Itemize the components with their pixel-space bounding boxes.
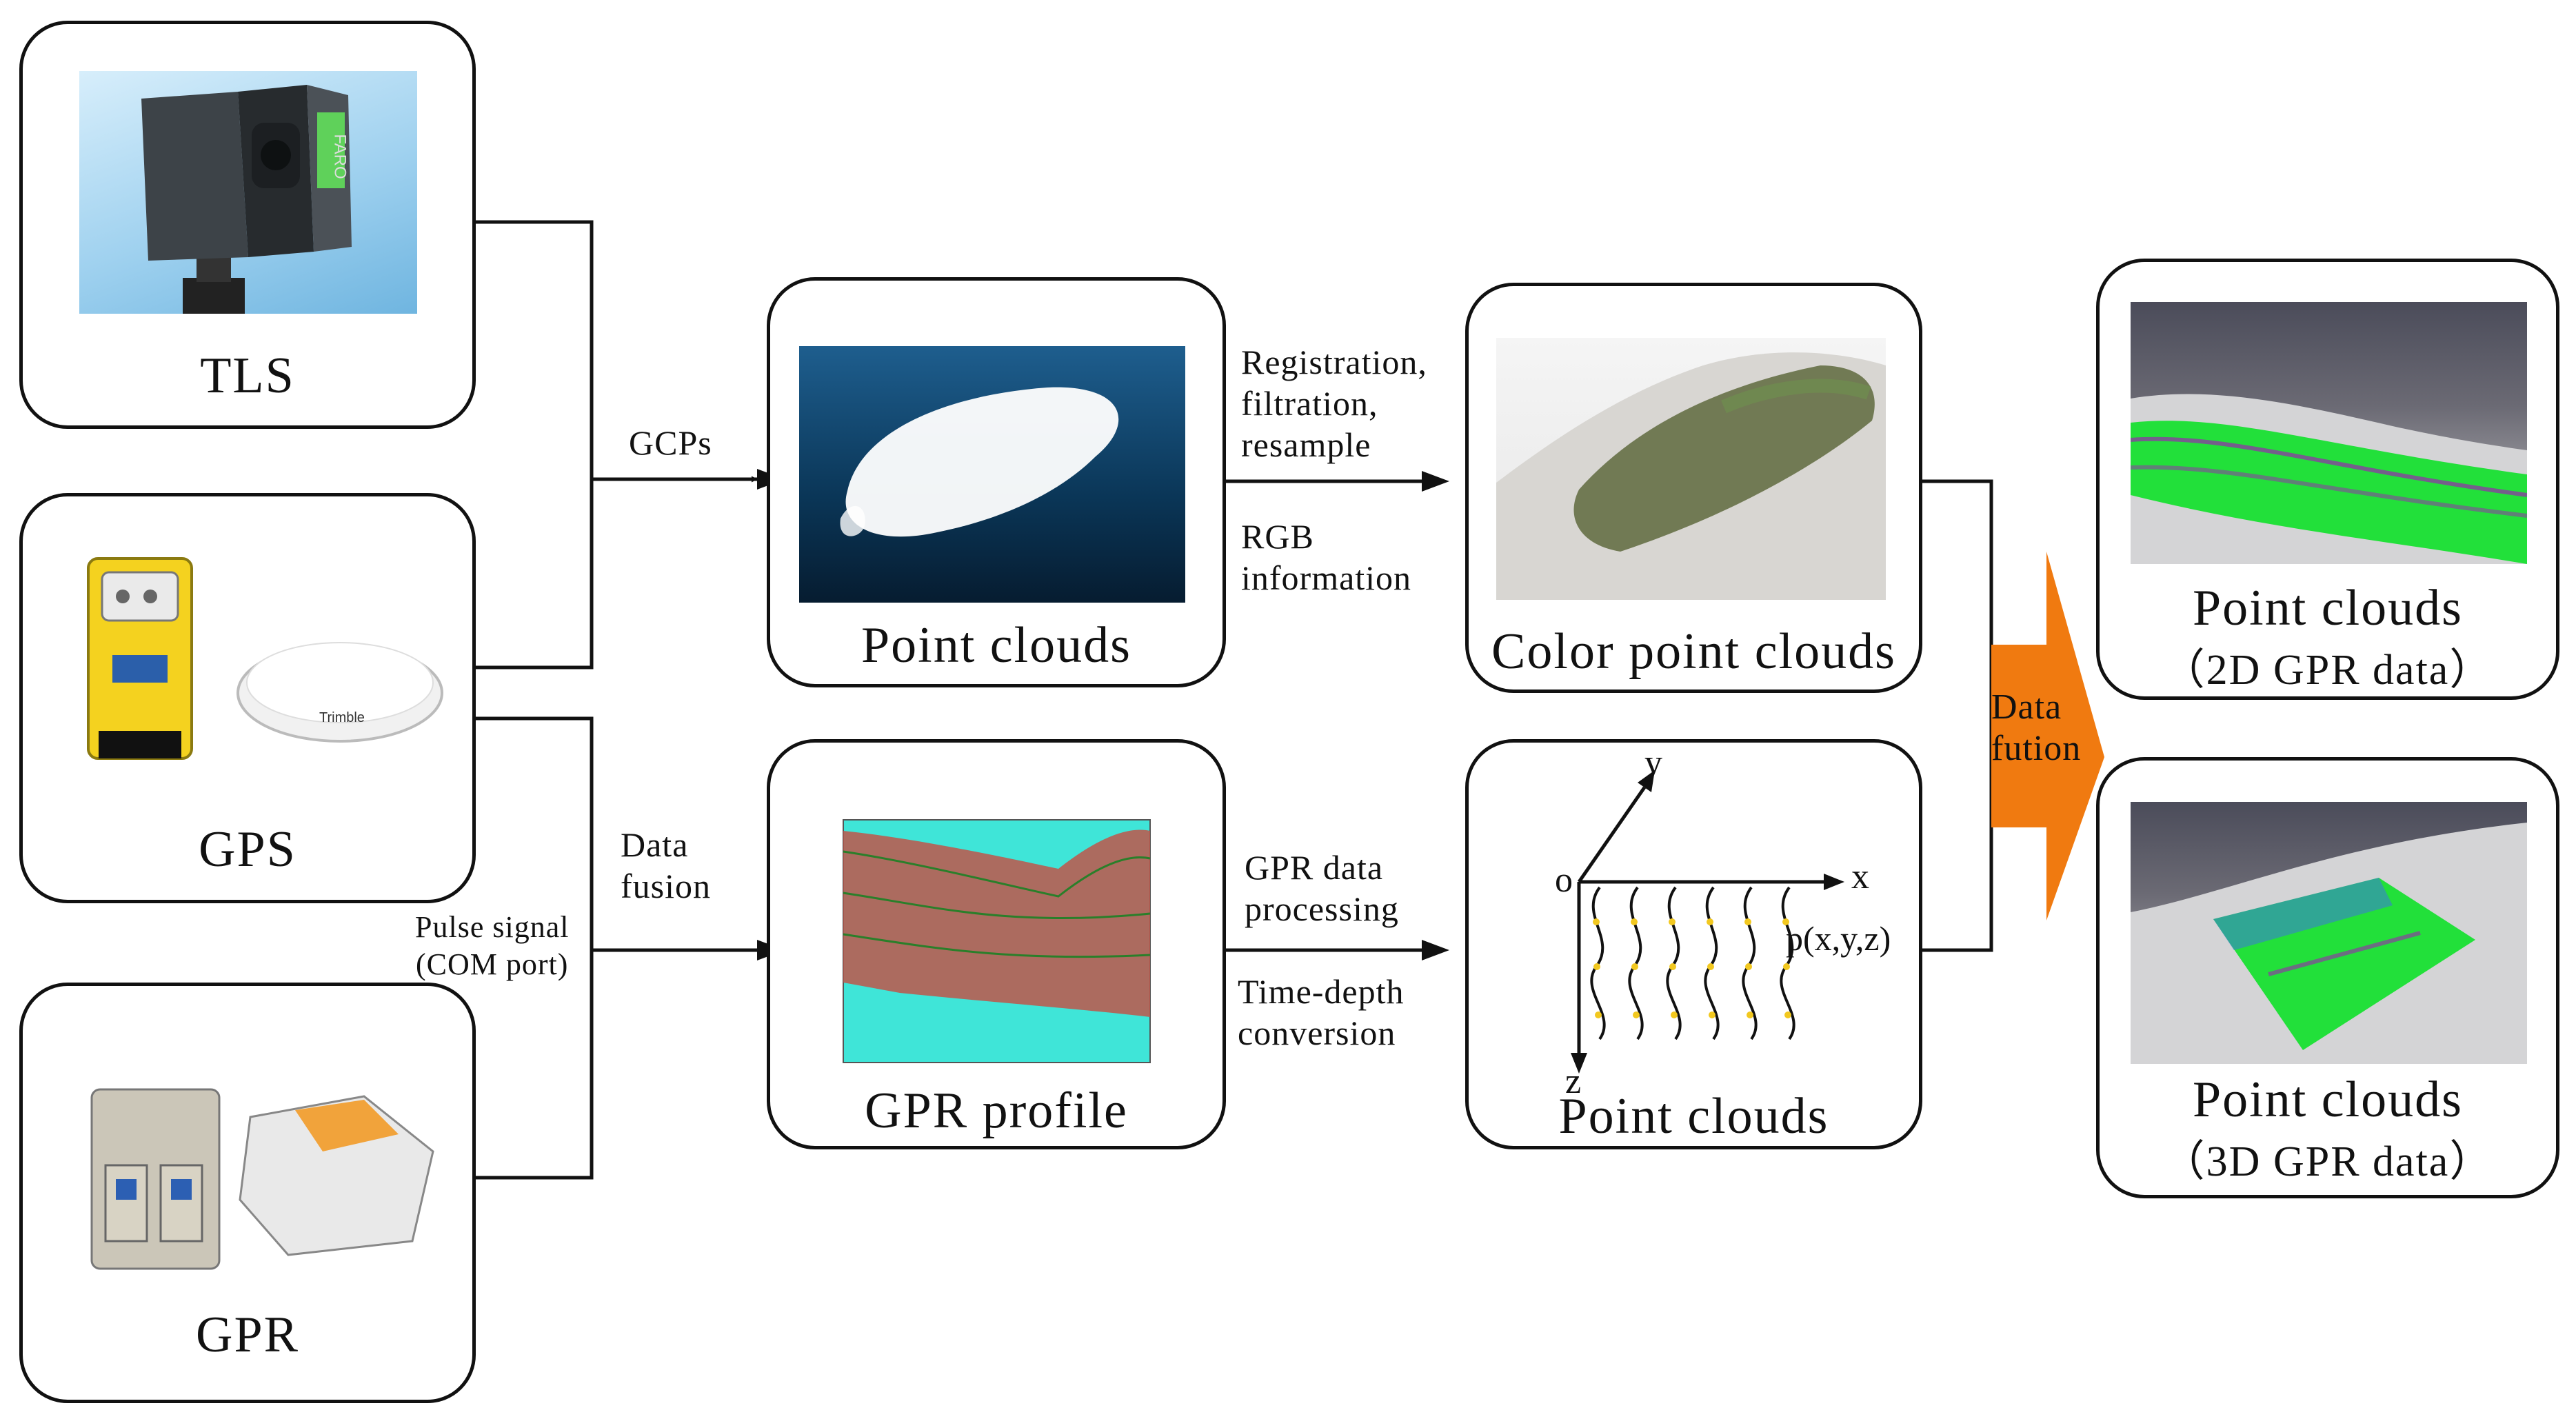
gpr-processing-label: GPR data processing <box>1245 848 1399 928</box>
gps-receiver-image: Trimble <box>85 538 450 772</box>
gcps-label: GCPs <box>629 423 712 462</box>
gpr-processing-arrowhead <box>1422 940 1449 960</box>
output-2d-label-line2: （2D GPR data） <box>2162 647 2494 694</box>
output-2d-label-line1: Point clouds <box>2193 580 2463 636</box>
time-depth-label: Time-depth conversion <box>1238 972 1405 1052</box>
tls-brand-text: FARO <box>330 134 350 179</box>
point-cloud-image <box>799 346 1185 603</box>
point-clouds-label: Point clouds <box>861 617 1131 674</box>
output-3d-box: Point clouds （3D GPR data） <box>2096 757 2559 1198</box>
gpr-profile-box: GPR profile <box>767 739 1226 1149</box>
color-point-cloud-image <box>1496 338 1886 600</box>
point-clouds-box: Point clouds <box>767 277 1226 687</box>
registration-arrowhead <box>1422 471 1449 492</box>
gpr-point-clouds-label: Point clouds <box>1558 1088 1829 1145</box>
gps-box: Trimble GPS <box>19 493 476 903</box>
registration-label: Registration, filtration, resample <box>1241 343 1427 464</box>
data-fution-arrow <box>1991 552 2104 920</box>
color-to-fusion-connector <box>1922 479 1993 952</box>
coordinate-diagram <box>1571 770 1844 1074</box>
output-3d-label-line1: Point clouds <box>2193 1071 2463 1128</box>
data-fusion-label: Data fusion <box>621 825 711 905</box>
output-3d-label-line2: （3D GPR data） <box>2162 1138 2494 1185</box>
axis-z-label: z <box>1565 1062 1582 1101</box>
color-point-clouds-box: Color point clouds <box>1465 283 1922 693</box>
pulse-signal-label: Pulse signal (COM port) <box>415 910 570 981</box>
gpr-box: GPR <box>19 983 476 1403</box>
data-fution-label: Data fution <box>1991 687 2082 768</box>
gps-gpr-connector <box>476 716 594 1180</box>
rgb-label: RGB information <box>1241 517 1412 597</box>
tls-connector <box>476 220 594 670</box>
color-point-clouds-label: Color point clouds <box>1491 623 1896 680</box>
axis-x-label: x <box>1851 857 1869 896</box>
gpr-label: GPR <box>196 1307 299 1363</box>
output-2d-box: Point clouds （2D GPR data） <box>2096 259 2559 700</box>
gpr-point-clouds-box: o x y z p(x,y,z) Point clouds <box>1465 739 1922 1149</box>
gpr-profile-image <box>831 810 1162 1079</box>
gps-label: GPS <box>199 821 296 878</box>
tls-label: TLS <box>200 348 295 404</box>
point-label: p(x,y,z) <box>1786 919 1891 958</box>
tls-box: FARO TLS <box>19 21 476 429</box>
axis-origin-label: o <box>1555 861 1573 900</box>
output-3d-image <box>2131 802 2527 1064</box>
gps-brand-text: Trimble <box>319 710 365 725</box>
gpr-profile-label: GPR profile <box>865 1083 1128 1139</box>
tls-scanner-image: FARO <box>79 71 417 314</box>
output-2d-image <box>2131 302 2527 564</box>
gpr-device-image <box>88 1069 440 1276</box>
axis-y-label: y <box>1644 743 1662 783</box>
